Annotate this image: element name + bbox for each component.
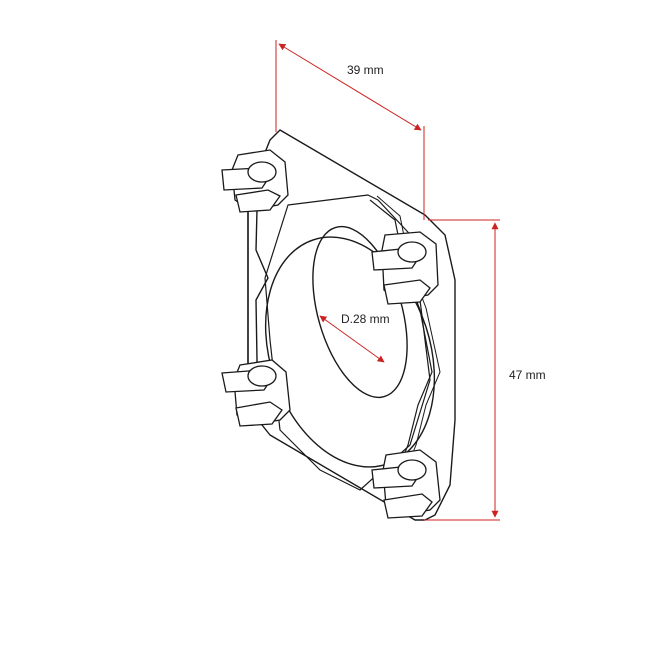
- width-label: 39 mm: [347, 63, 384, 77]
- width-dimension: [275, 40, 425, 220]
- height-dimension: [424, 219, 500, 521]
- clip-top-left: [221, 149, 289, 213]
- clip-bottom-right: [371, 449, 441, 519]
- diameter-label: D.28 mm: [341, 312, 390, 326]
- clip-bottom-left: [221, 359, 291, 427]
- height-label: 47 mm: [509, 368, 546, 382]
- clip-top-right: [371, 231, 439, 305]
- diameter-dimension: [319, 315, 385, 363]
